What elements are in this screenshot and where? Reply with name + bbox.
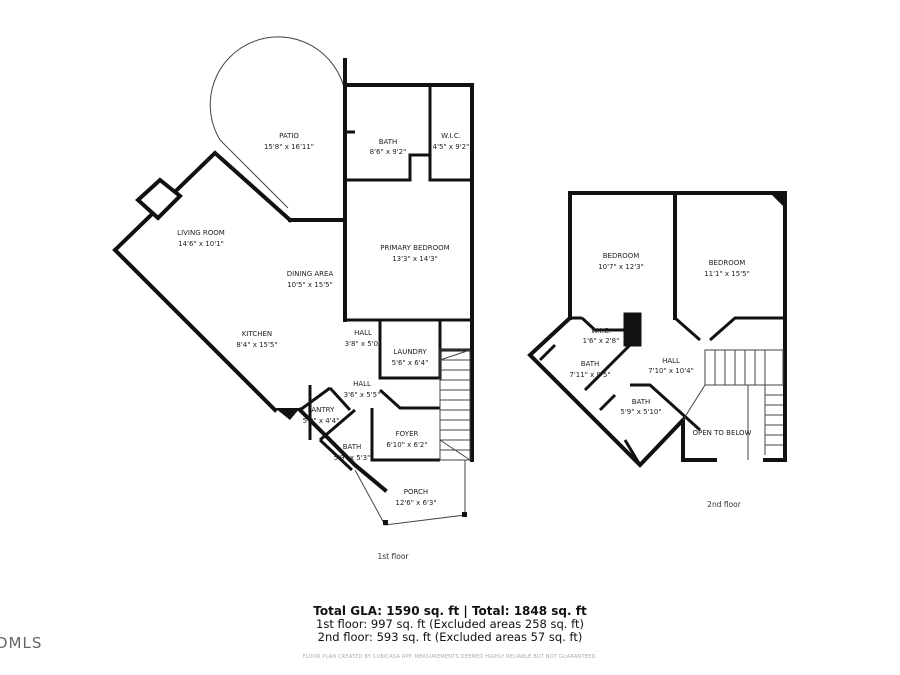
room-name: KITCHEN (242, 330, 272, 338)
porch-outline (354, 460, 466, 526)
room-dims: 12'6" x 6'3" (395, 499, 436, 507)
room-name: HALL (354, 329, 372, 337)
room-dims: 8'4" x 15'5" (236, 341, 277, 349)
room-name: BATH (632, 398, 651, 406)
room-name: OPEN TO BELOW (693, 429, 752, 437)
room-name: PANTRY (308, 406, 335, 414)
corner-block (770, 193, 785, 208)
exterior-walls-second (527, 191, 787, 468)
room-dims: 4'5" x 9'2" (433, 143, 470, 151)
floor-label: 1st floor (378, 552, 410, 561)
room-dims: 7'10" x 10'4" (648, 367, 694, 375)
room-name: LIVING ROOM (177, 229, 225, 237)
patio-outline (209, 36, 346, 209)
floor-label: 2nd floor (707, 500, 742, 509)
interior-walls-first (299, 85, 472, 472)
room-name: BATH (343, 443, 362, 451)
second-floor-plan: BEDROOM 10'7" x 12'3" BEDROOM 11'1" x 15… (527, 191, 787, 509)
total-area: Total GLA: 1590 sq. ft | Total: 1848 sq.… (313, 604, 587, 618)
room-name: LAUNDRY (393, 348, 427, 356)
second-floor-area: 2nd floor: 593 sq. ft (Excluded areas 57… (317, 630, 583, 644)
room-dims: 11'1" x 15'5" (704, 270, 750, 278)
room-dims: 5'6" x 6'4" (392, 359, 429, 367)
room-name: BEDROOM (603, 252, 640, 260)
room-name: PRIMARY BEDROOM (380, 244, 449, 252)
room-dims: 6'10" x 6'2" (386, 441, 427, 449)
room-dims: 10'5" x 15'5" (287, 281, 333, 289)
kitchen-corner-block (275, 408, 300, 420)
exterior-walls-first (112, 58, 474, 493)
room-dims: 1'6" x 2'8" (583, 337, 620, 345)
first-floor-area: 1st floor: 997 sq. ft (Excluded areas 25… (316, 617, 584, 631)
porch-post (462, 512, 467, 517)
mls-logo: DMLS (0, 634, 43, 652)
first-floor-plan: PATIO 15'8" x 16'11" BATH 8'6" x 9'2" W.… (112, 36, 474, 561)
room-name: HALL (662, 357, 680, 365)
room-name: DINING AREA (287, 270, 334, 278)
room-name: BATH (581, 360, 600, 368)
room-name: BATH (379, 138, 398, 146)
area-summary: Total GLA: 1590 sq. ft | Total: 1848 sq.… (0, 604, 900, 644)
room-dims: 5'9" x 5'3" (334, 454, 371, 462)
room-dims: 5'9" x 5'10" (620, 408, 661, 416)
porch-post (383, 520, 388, 525)
open-to-below-area (682, 384, 749, 460)
credit-note: FLOOR PLAN CREATED BY CUBICASA APP. MEAS… (302, 654, 598, 660)
room-name: PATIO (279, 132, 299, 140)
room-name: W.I.C. (441, 132, 461, 140)
room-dims: 7'11" x 9'5" (569, 371, 610, 379)
fireplace (135, 177, 183, 221)
room-dims: 15'8" x 16'11" (264, 143, 314, 151)
room-name: FOYER (396, 430, 419, 438)
room-name: W.I.C. (591, 327, 611, 335)
closet-block (625, 314, 640, 346)
stairs-second (704, 349, 784, 455)
room-dims: 3'6" x 5'5" (344, 391, 381, 399)
room-dims: 14'6" x 10'1" (178, 240, 224, 248)
room-dims: 3'8" x 5'0" (345, 340, 382, 348)
room-name: BEDROOM (709, 259, 746, 267)
room-dims: 5'9" x 4'4" (303, 417, 340, 425)
room-dims: 13'3" x 14'3" (392, 255, 438, 263)
room-dims: 8'6" x 9'2" (370, 148, 407, 156)
room-name: PORCH (404, 488, 428, 496)
room-name: HALL (353, 380, 371, 388)
room-dims: 10'7" x 12'3" (598, 263, 644, 271)
stairs-first (439, 349, 471, 461)
